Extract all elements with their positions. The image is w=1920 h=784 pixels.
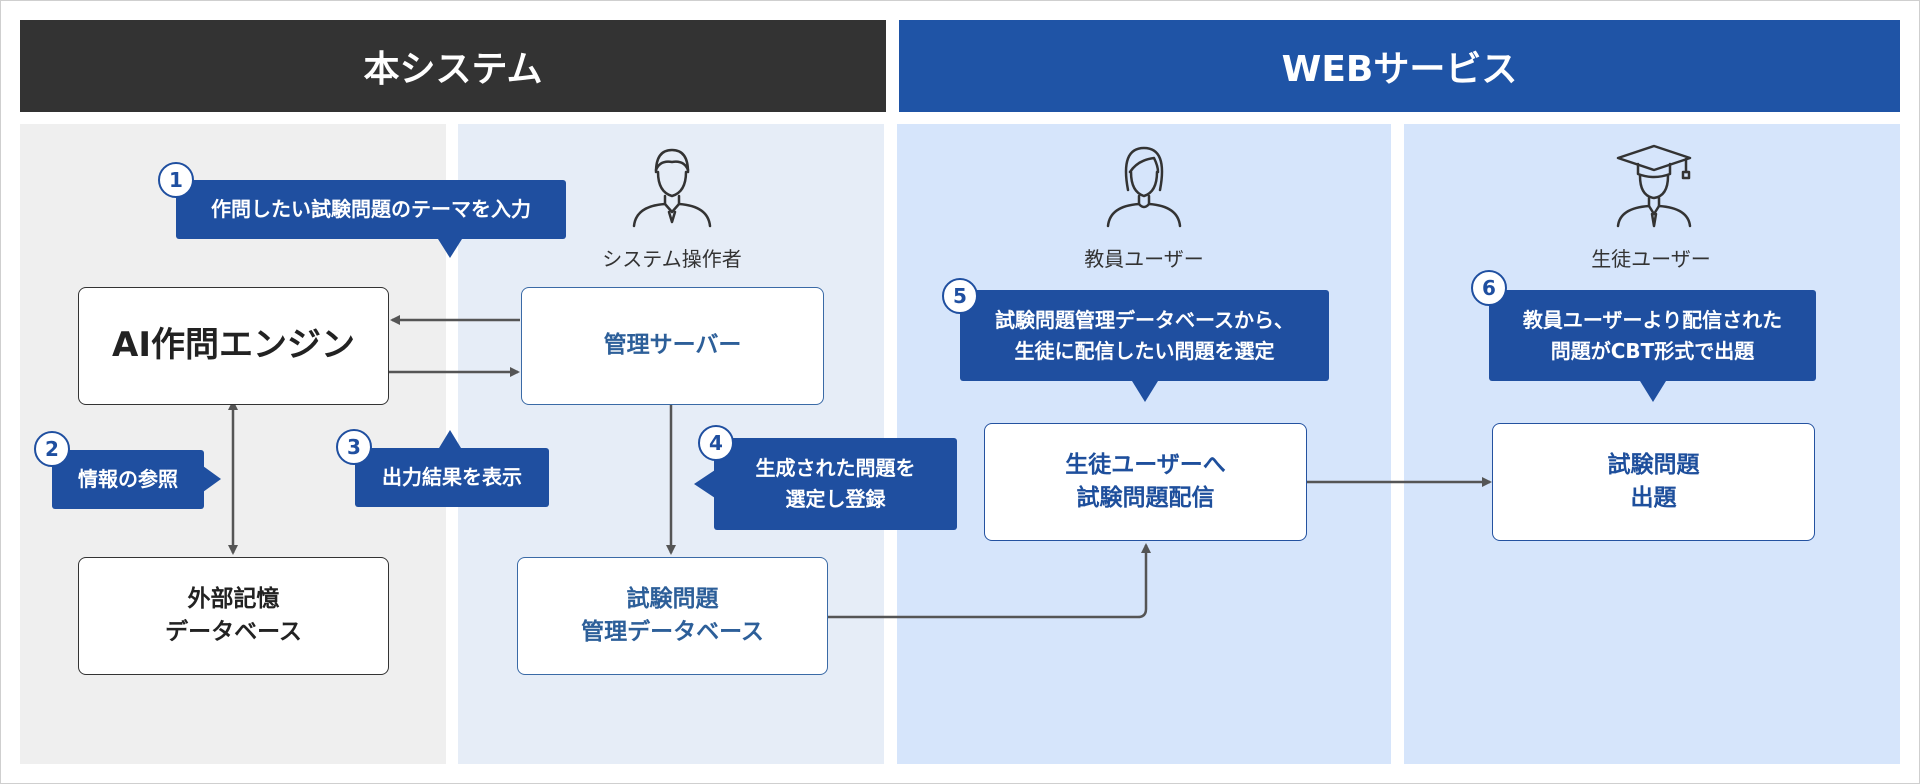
callout-1-tail [438,239,462,258]
woman-icon [1106,146,1182,228]
step-6-badge: 6 [1471,270,1507,306]
step-2-badge: 2 [34,431,70,467]
exam-box: 試験問題 出題 [1492,423,1815,541]
system-header: 本システム [20,20,886,112]
callout-6-tail [1640,381,1666,402]
person-icon [632,148,712,228]
step-5-badge: 5 [942,278,978,314]
step-4-badge: 4 [698,425,734,461]
student-label: 生徒ユーザー [1591,247,1711,271]
callout-2-tail [203,466,221,492]
step-1-badge: 1 [158,162,194,198]
callout-step-3: 出力結果を表示 [355,448,549,507]
ai-engine-box: AI作問エンジン [78,287,389,405]
callout-step-1: 作問したい試験問題のテーマを入力 [176,180,566,239]
arrow-db-to-deliver [826,543,1151,619]
web-header: WEBサービス [899,20,1900,112]
operator-label: システム操作者 [602,247,742,271]
deliver-box: 生徒ユーザーへ 試験問題配信 [984,423,1307,541]
callout-3-tail [439,430,461,448]
callout-step-4: 生成された問題を 選定し登録 [714,438,957,530]
callout-4-tail [694,470,715,498]
step-3-badge: 3 [336,429,372,465]
callout-5-tail [1132,381,1158,402]
management-server-box: 管理サーバー [521,287,824,405]
callout-step-5: 試験問題管理データベースから、 生徒に配信したい問題を選定 [960,290,1329,381]
graduate-icon [1616,144,1692,228]
external-db-box: 外部記憶 データベース [78,557,389,675]
callout-step-2: 情報の参照 [52,450,204,509]
callout-step-6: 教員ユーザーより配信された 問題がCBT形式で出題 [1489,290,1816,381]
question-db-box: 試験問題 管理データベース [517,557,828,675]
teacher-label: 教員ユーザー [1084,247,1204,271]
